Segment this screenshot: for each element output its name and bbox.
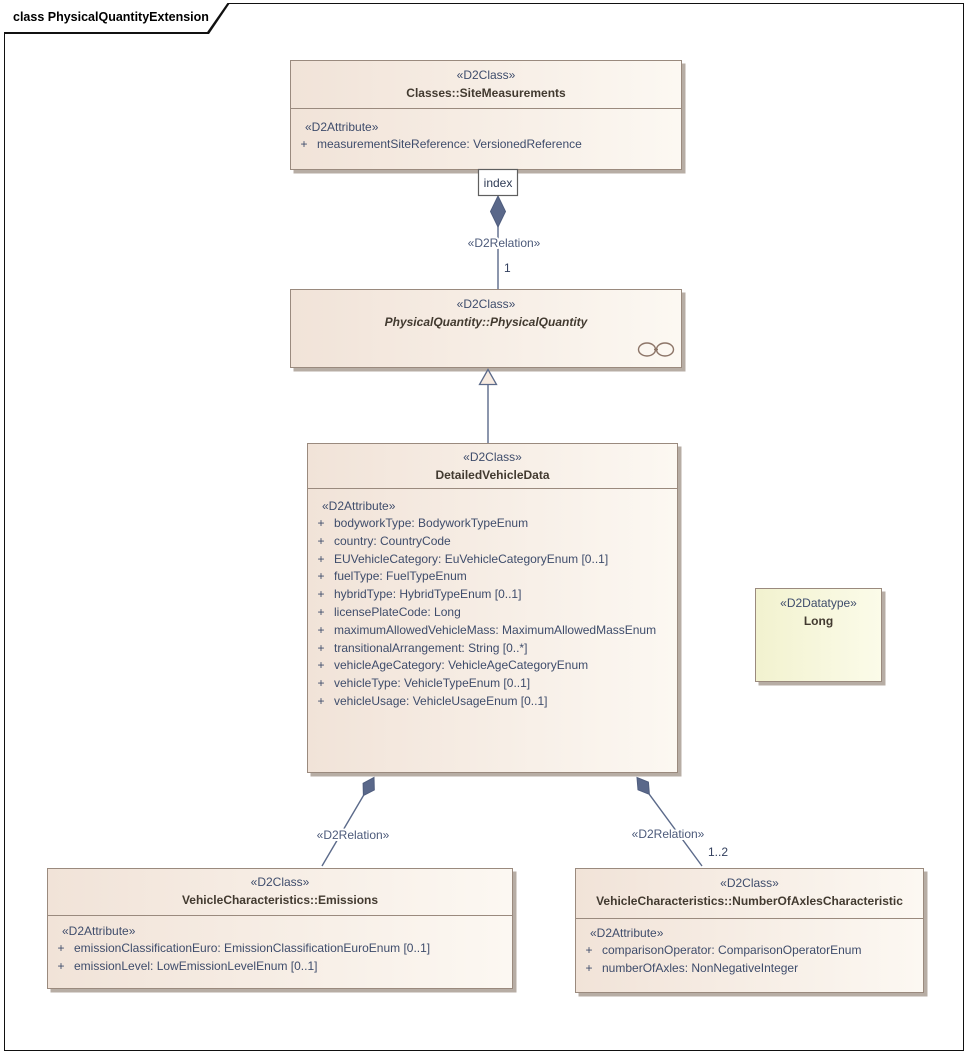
- attribute-text: maximumAllowedVehicleMass: MaximumAllowe…: [334, 622, 657, 637]
- attribute-visibility: +: [317, 569, 325, 584]
- attribute-visibility: +: [57, 958, 65, 973]
- attribute-row: + maximumAllowedVehicleMass: MaximumAllow…: [308, 622, 677, 640]
- relation-stereotype-label: «D2Relation»: [632, 827, 705, 841]
- attribute-stereotype: «D2Attribute»: [62, 924, 136, 938]
- attribute-row: + fuelType: FuelTypeEnum: [308, 568, 677, 586]
- attribute-visibility: +: [57, 941, 65, 955]
- attribute-text: EUVehicleCategory: EuVehicleCategoryEnum…: [334, 551, 609, 566]
- class-name: Long: [803, 614, 834, 628]
- stereotype-label: «D2Datatype»: [780, 596, 857, 610]
- class-name: VehicleCharacteristics::NumberOfAxlesCha…: [596, 894, 903, 908]
- attribute-row: + bodyworkType: BodyworkTypeEnum: [308, 515, 677, 533]
- attribute-text: fuelType: FuelTypeEnum: [334, 569, 467, 584]
- attribute-visibility: +: [585, 943, 593, 957]
- attributes-compartment: «D2Attribute» + measurementSiteReference…: [291, 109, 681, 154]
- generalization-arrowhead[interactable]: [478, 368, 498, 386]
- attribute-visibility: +: [317, 640, 325, 655]
- stereotype-label: «D2Class»: [456, 68, 516, 82]
- attribute-text: country: CountryCode: [334, 533, 451, 548]
- attribute-text: bodyworkType: BodyworkTypeEnum: [334, 516, 529, 530]
- attribute-text: vehicleUsage: VehicleUsageEnum [0..1]: [334, 693, 548, 708]
- attribute-visibility: +: [317, 516, 325, 530]
- diagram-frame: [4, 3, 964, 1051]
- attributes-compartment: «D2Attribute» + emissionClassificationEur…: [48, 916, 512, 976]
- attribute-text: comparisonOperator: ComparisonOperatorEn…: [602, 943, 862, 957]
- attribute-visibility: +: [317, 676, 325, 691]
- attribute-row: + measurementSiteReference: VersionedRef…: [291, 136, 681, 154]
- attribute-row: + vehicleType: VehicleTypeEnum [0..1]: [308, 675, 677, 693]
- attribute-row: + transitionalArrangement: String [0..*]: [308, 640, 677, 658]
- attribute-text: vehicleAgeCategory: VehicleAgeCategoryEn…: [334, 658, 589, 673]
- attribute-visibility: +: [317, 587, 325, 602]
- attribute-text: hybridType: HybridTypeEnum [0..1]: [334, 587, 522, 602]
- composition-line-emissions[interactable]: [321, 795, 365, 867]
- datatype-long[interactable]: «D2Datatype» Long: [755, 588, 882, 682]
- class-physical-quantity[interactable]: «D2Class» PhysicalQuantity::PhysicalQuan…: [290, 289, 682, 368]
- attribute-row: + licensePlateCode: Long: [308, 604, 677, 622]
- attribute-visibility: +: [317, 604, 325, 619]
- attribute-text: emissionLevel: LowEmissionLevelEnum [0..…: [74, 958, 318, 973]
- class-emissions[interactable]: «D2Class» VehicleCharacteristics::Emissi…: [47, 868, 513, 989]
- composition-diamond-axles[interactable]: [636, 776, 650, 796]
- attribute-stereotype: «D2Attribute»: [305, 120, 379, 134]
- attribute-text: licensePlateCode: Long: [334, 604, 461, 619]
- attribute-row: + comparisonOperator: ComparisonOperatorE…: [576, 942, 923, 960]
- attribute-visibility: +: [317, 658, 325, 673]
- attribute-visibility: +: [317, 622, 325, 637]
- diagram-title-tab: class PhysicalQuantityExtension: [4, 3, 230, 34]
- class-header: «D2Datatype» Long: [756, 589, 881, 681]
- class-number-of-axles-characteristic[interactable]: «D2Class» VehicleCharacteristics::Number…: [575, 868, 924, 993]
- class-site-measurements[interactable]: «D2Class» Classes::SiteMeasurements «D2A…: [290, 60, 682, 170]
- class-detailed-vehicle-data[interactable]: «D2Class» DetailedVehicleData «D2Attribu…: [307, 443, 678, 773]
- diagram-title: class PhysicalQuantityExtension: [4, 3, 230, 32]
- class-header: «D2Class» VehicleCharacteristics::Emissi…: [48, 869, 512, 916]
- multiplicity-label: 1: [504, 261, 511, 275]
- attribute-stereotype: «D2Attribute»: [322, 499, 396, 513]
- stereotype-label: «D2Class»: [463, 450, 522, 464]
- relation-stereotype-label: «D2Relation»: [468, 236, 541, 250]
- composition-line-axles[interactable]: [648, 793, 703, 867]
- class-header: «D2Class» DetailedVehicleData: [308, 444, 677, 489]
- index-anchor-box[interactable]: [477, 168, 519, 197]
- attribute-row: + country: CountryCode: [308, 533, 677, 551]
- attribute-text: emissionClassificationEuro: EmissionClas…: [74, 941, 431, 955]
- attributes-compartment: «D2Attribute» + comparisonOperator: Compa…: [576, 919, 923, 978]
- attribute-text: measurementSiteReference: VersionedRefer…: [317, 137, 582, 151]
- attribute-row: + EUVehicleCategory: EuVehicleCategoryEnu…: [308, 551, 677, 569]
- attribute-row: + vehicleAgeCategory: VehicleAgeCategoryE…: [308, 657, 677, 675]
- attributes-compartment: «D2Attribute» + bodyworkType: BodyworkTyp…: [308, 489, 677, 711]
- attribute-stereotype: «D2Attribute»: [590, 926, 664, 940]
- attribute-visibility: +: [317, 693, 325, 708]
- attribute-row: + emissionClassificationEuro: EmissionCla…: [48, 940, 512, 958]
- composite-diagram-icon: [637, 342, 675, 357]
- attribute-text: transitionalArrangement: String [0..*]: [334, 640, 528, 655]
- attribute-text: vehicleType: VehicleTypeEnum [0..1]: [334, 676, 531, 691]
- stereotype-label: «D2Class»: [456, 297, 516, 311]
- stereotype-label: «D2Class»: [720, 876, 779, 890]
- class-name: PhysicalQuantity::PhysicalQuantity: [384, 315, 588, 329]
- composition-diamond-emissions[interactable]: [362, 776, 375, 797]
- attribute-visibility: +: [585, 960, 593, 975]
- attribute-visibility: +: [317, 551, 325, 566]
- index-anchor-label: index: [484, 176, 513, 190]
- attribute-row: + vehicleUsage: VehicleUsageEnum [0..1]: [308, 693, 677, 711]
- composition-diamond-site[interactable]: [489, 194, 507, 229]
- attribute-row: + hybridType: HybridTypeEnum [0..1]: [308, 586, 677, 604]
- attribute-row: + emissionLevel: LowEmissionLevelEnum [0.…: [48, 958, 512, 976]
- class-name: DetailedVehicleData: [435, 468, 550, 482]
- multiplicity-label: 1..2: [708, 845, 728, 859]
- class-header: «D2Class» VehicleCharacteristics::Number…: [576, 869, 923, 919]
- attribute-text: numberOfAxles: NonNegativeInteger: [602, 960, 799, 975]
- class-header: «D2Class» Classes::SiteMeasurements: [291, 61, 681, 109]
- relation-stereotype-label: «D2Relation»: [317, 828, 390, 842]
- class-name: VehicleCharacteristics::Emissions: [181, 893, 379, 907]
- attribute-visibility: +: [300, 137, 308, 151]
- attribute-visibility: +: [317, 533, 325, 548]
- class-header: «D2Class» PhysicalQuantity::PhysicalQuan…: [291, 290, 681, 368]
- attribute-row: + numberOfAxles: NonNegativeInteger: [576, 960, 923, 978]
- class-name: Classes::SiteMeasurements: [406, 86, 566, 100]
- stereotype-label: «D2Class»: [250, 875, 310, 889]
